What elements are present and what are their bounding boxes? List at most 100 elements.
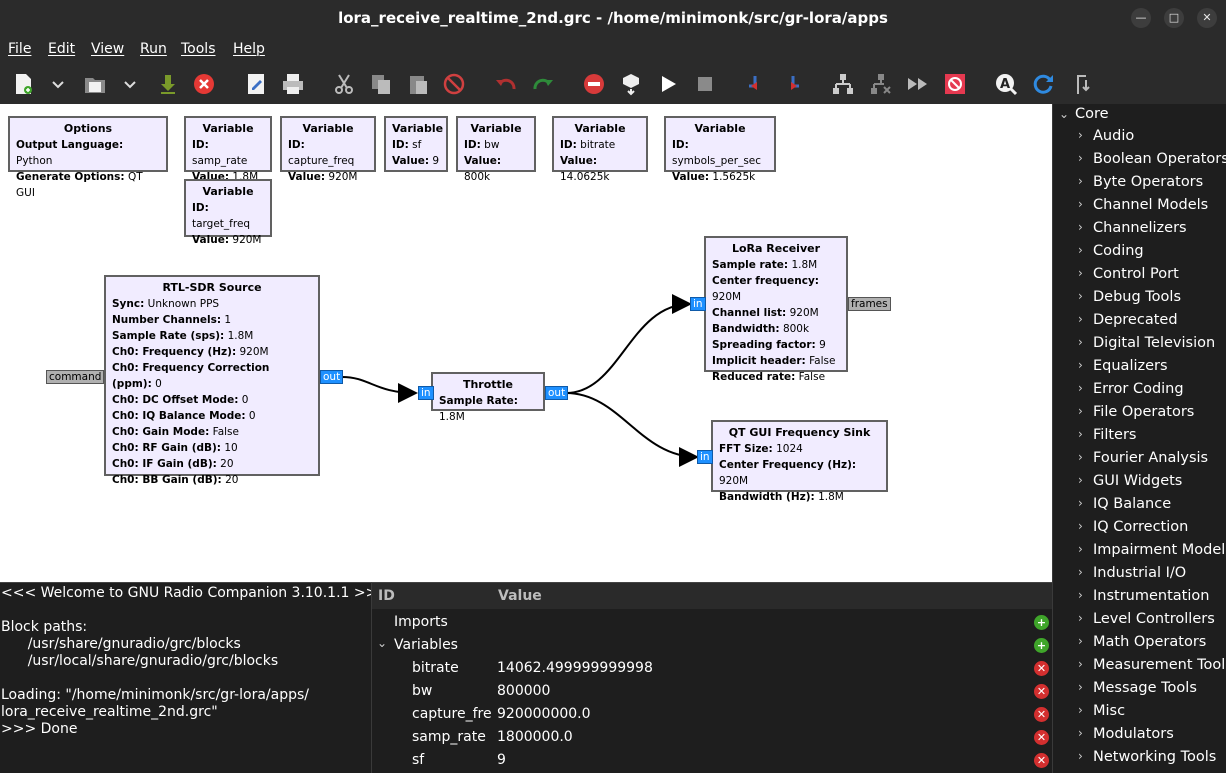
more-icon[interactable] [1070, 72, 1094, 96]
rotate-ccw-icon[interactable] [743, 72, 767, 96]
variables-row-imports[interactable]: Imports + [372, 611, 1052, 634]
delete-icon[interactable] [442, 72, 466, 96]
paste-icon[interactable] [406, 72, 430, 96]
menu-edit[interactable]: Edit [48, 41, 76, 57]
delete-icon[interactable]: ✕ [1034, 684, 1049, 699]
delete-icon[interactable]: ✕ [1034, 753, 1049, 768]
disable-icon[interactable] [582, 72, 606, 96]
library-category[interactable]: ›Misc [1078, 703, 1125, 726]
library-category[interactable]: ›Math Operators [1078, 634, 1206, 657]
library-category[interactable]: ›Error Coding [1078, 381, 1184, 404]
throttle-block[interactable]: Throttle Sample Rate: 1.8M [431, 372, 545, 423]
undo-icon[interactable] [494, 72, 518, 96]
menu-tools[interactable]: Tools [181, 41, 216, 57]
library-category[interactable]: ›Industrial I/O [1078, 565, 1186, 588]
chevron-down-icon[interactable]: ⌄ [377, 636, 388, 650]
menu-file[interactable]: File [8, 41, 32, 57]
delete-icon[interactable]: ✕ [1034, 707, 1049, 722]
close-icon[interactable] [192, 72, 216, 96]
qt-gui-frequency-sink-block[interactable]: QT GUI Frequency Sink FFT Size: 1024 Cen… [711, 420, 888, 503]
library-category[interactable]: ›Equalizers [1078, 358, 1168, 381]
frames-port[interactable]: frames [848, 297, 891, 311]
variables-row-bw[interactable]: bw 800000 ✕ [372, 680, 1052, 703]
library-category[interactable]: ›IQ Balance [1078, 496, 1171, 519]
variable-capture-freq-block[interactable]: Variable ID: capture_freq Value: 920M [280, 116, 376, 183]
column-id[interactable]: ID [378, 588, 395, 604]
library-category[interactable]: ›GUI Widgets [1078, 473, 1182, 496]
new-file-icon[interactable] [11, 72, 35, 96]
dropdown-icon[interactable] [46, 72, 70, 96]
library-category[interactable]: ›Audio [1078, 128, 1134, 151]
menu-view[interactable]: View [91, 41, 125, 57]
library-category[interactable]: ›Modulators [1078, 726, 1174, 749]
library-category[interactable]: ›IQ Correction [1078, 519, 1188, 542]
variables-row-sf[interactable]: sf 9 ✕ [372, 749, 1052, 772]
lora-receiver-block[interactable]: LoRa Receiver Sample rate: 1.8M Center f… [704, 236, 848, 383]
stop-icon[interactable] [693, 72, 717, 96]
save-icon[interactable] [156, 72, 180, 96]
library-category[interactable]: ›Control Port [1078, 266, 1179, 289]
throttle-in-port[interactable]: in [418, 386, 434, 400]
lora-in-port[interactable]: in [690, 297, 706, 311]
qt-in-port[interactable]: in [697, 450, 713, 464]
library-category[interactable]: ›Instrumentation [1078, 588, 1209, 611]
rtl-out-port[interactable]: out [320, 370, 344, 384]
library-category[interactable]: ›Channelizers [1078, 220, 1187, 243]
library-category[interactable]: ›Message Tools [1078, 680, 1197, 703]
library-category[interactable]: ›Coding [1078, 243, 1144, 266]
close-icon[interactable]: ✕ [1197, 8, 1217, 28]
variable-samp-rate-block[interactable]: Variable ID: samp_rate Value: 1.8M [184, 116, 272, 183]
find-block-icon[interactable]: A [994, 72, 1018, 96]
cut-icon[interactable] [332, 72, 356, 96]
reload-icon[interactable] [1031, 72, 1055, 96]
redo-icon[interactable] [531, 72, 555, 96]
variable-sf-block[interactable]: Variable ID: sf Value: 9 [384, 116, 448, 172]
variables-row-variables[interactable]: ⌄ Variables + [372, 634, 1052, 657]
variables-row-samp-rate[interactable]: samp_rate 1800000.0 ✕ [372, 726, 1052, 749]
variable-bitrate-block[interactable]: Variable ID: bitrate Value: 14.0625k [552, 116, 648, 183]
delete-icon[interactable]: ✕ [1034, 661, 1049, 676]
library-category[interactable]: ›Networking Tools [1078, 749, 1216, 772]
variables-row-bitrate[interactable]: bitrate 14062.499999999998 ✕ [372, 657, 1052, 680]
variable-symbols-per-sec-block[interactable]: Variable ID: symbols_per_sec Value: 1.56… [664, 116, 776, 183]
maximize-icon[interactable]: □ [1164, 8, 1184, 28]
edit-icon[interactable] [244, 72, 268, 96]
flowgraph-canvas[interactable]: Options Output Language: Python Generate… [0, 104, 1052, 582]
create-hier-icon[interactable] [831, 72, 855, 96]
variables-row-capture-freq[interactable]: capture_fre 920000000.0 ✕ [372, 703, 1052, 726]
open-file-icon[interactable] [83, 72, 107, 96]
variable-target-freq-block[interactable]: Variable ID: target_freq Value: 920M [184, 179, 272, 246]
throttle-out-port[interactable]: out [545, 386, 569, 400]
command-port[interactable]: command [46, 370, 105, 384]
bypass-icon[interactable] [906, 72, 930, 96]
variable-bw-block[interactable]: Variable ID: bw Value: 800k [456, 116, 536, 183]
dropdown-icon[interactable] [118, 72, 142, 96]
menu-run[interactable]: Run [140, 41, 167, 57]
library-category[interactable]: ›Byte Operators [1078, 174, 1203, 197]
open-hier-icon[interactable] [869, 72, 893, 96]
add-icon[interactable]: + [1034, 638, 1049, 653]
library-category[interactable]: ›Filters [1078, 427, 1136, 450]
library-category[interactable]: ›Deprecated [1078, 312, 1178, 335]
library-category[interactable]: ›Debug Tools [1078, 289, 1181, 312]
print-icon[interactable] [281, 72, 305, 96]
column-value[interactable]: Value [498, 588, 542, 604]
library-category[interactable]: ›Level Controllers [1078, 611, 1215, 634]
library-category[interactable]: ›Fourier Analysis [1078, 450, 1208, 473]
menu-help[interactable]: Help [233, 41, 265, 57]
kill-icon[interactable] [943, 72, 967, 96]
options-block[interactable]: Options Output Language: Python Generate… [8, 116, 168, 199]
rtl-sdr-source-block[interactable]: RTL-SDR Source Sync: Unknown PPS Number … [104, 275, 320, 486]
library-category[interactable]: ›Digital Television [1078, 335, 1215, 358]
add-icon[interactable]: + [1034, 615, 1049, 630]
library-category[interactable]: ›Measurement Tools [1078, 657, 1226, 680]
execute-icon[interactable] [656, 72, 680, 96]
library-category[interactable]: ›Channel Models [1078, 197, 1208, 220]
copy-icon[interactable] [369, 72, 393, 96]
library-core[interactable]: ⌄ Core [1059, 106, 1109, 122]
delete-icon[interactable]: ✕ [1034, 730, 1049, 745]
library-category[interactable]: ›Boolean Operators [1078, 151, 1226, 174]
rotate-cw-icon[interactable] [781, 72, 805, 96]
library-category[interactable]: ›Impairment Models [1078, 542, 1226, 565]
generate-icon[interactable] [619, 72, 643, 96]
